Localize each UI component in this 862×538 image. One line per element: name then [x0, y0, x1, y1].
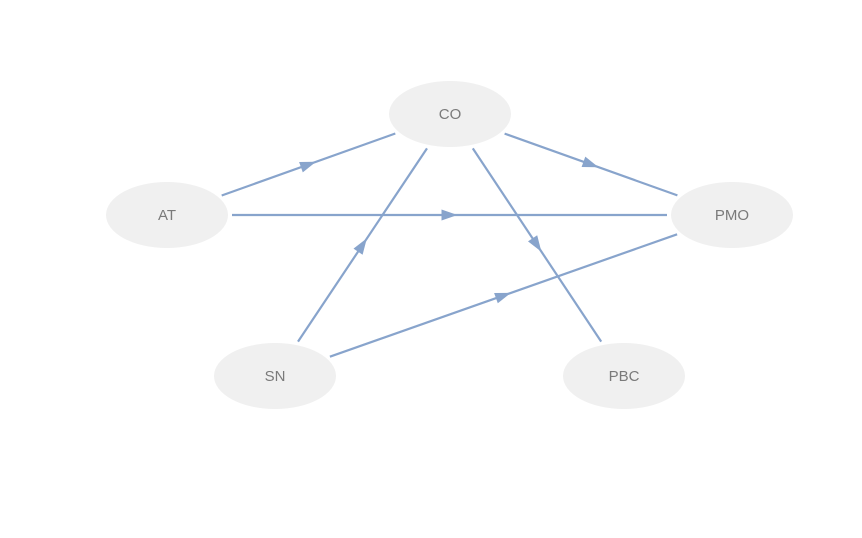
arrowhead-icon — [441, 209, 458, 221]
node-pmo: PMO — [671, 182, 793, 248]
node-ellipse — [389, 81, 511, 147]
edges-layer — [221, 132, 678, 358]
edge-at-to-co — [221, 132, 396, 197]
node-sn: SN — [214, 343, 336, 409]
node-ellipse — [671, 182, 793, 248]
node-ellipse — [563, 343, 685, 409]
node-ellipse — [106, 182, 228, 248]
edge-at-to-pmo — [232, 209, 667, 221]
edge-sn-to-pmo — [329, 233, 678, 358]
arrowhead-icon — [353, 238, 367, 255]
node-pbc: PBC — [563, 343, 685, 409]
node-label: CO — [439, 106, 462, 123]
node-co: CO — [389, 81, 511, 147]
node-ellipse — [214, 343, 336, 409]
edge-co-to-pmo — [504, 132, 678, 197]
node-label: PBC — [609, 368, 640, 385]
edge-co-to-pbc — [471, 147, 603, 343]
arrowhead-icon — [494, 292, 511, 304]
arrowhead-icon — [528, 235, 542, 252]
node-label: SN — [265, 368, 286, 385]
node-at: AT — [106, 182, 228, 248]
arrowhead-icon — [581, 156, 599, 168]
arrowhead-icon — [299, 161, 316, 173]
node-label: AT — [158, 207, 176, 224]
nodes-layer: CO AT PMO SN PBC — [106, 81, 793, 409]
edge-sn-to-co — [297, 147, 428, 343]
node-label: PMO — [715, 207, 749, 224]
